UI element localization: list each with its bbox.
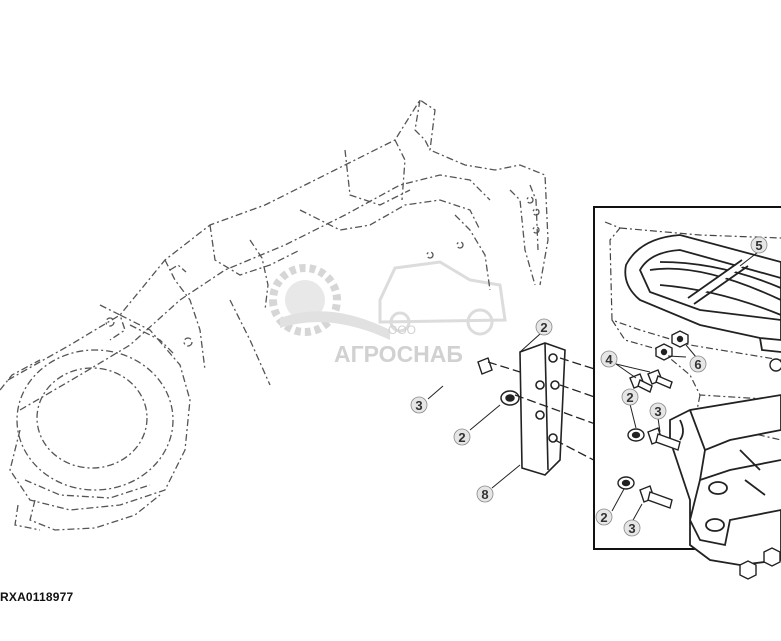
nut-lower-right-b: [763, 547, 781, 567]
bolt-4-b: [629, 373, 653, 393]
washer-left-upper: [500, 390, 520, 406]
support-bracket: [669, 394, 781, 566]
callout-8: 8: [476, 485, 494, 503]
callout-label: 5: [755, 238, 762, 253]
callout-3-bottom: 3: [623, 519, 641, 537]
bolt-inset-lower: [639, 485, 673, 509]
bolt-left-upper: [477, 357, 493, 375]
callout-2-bottom: 2: [595, 508, 613, 526]
callout-label: 8: [481, 487, 488, 502]
callout-label: 2: [600, 510, 607, 525]
callout-label: 6: [694, 357, 701, 372]
leader-lines: [427, 251, 759, 523]
callout-label: 4: [605, 352, 613, 367]
callouts: 2 3 2 8 5 6 4 2: [410, 236, 768, 537]
watermark-logo: ООО АГРОСНАБ: [269, 260, 507, 367]
nut-lower-right-a: [739, 560, 757, 580]
callout-2-left: 2: [453, 428, 471, 446]
bolt-inset-upper: [647, 427, 681, 451]
callout-4: 4: [600, 350, 618, 368]
callout-label: 2: [540, 320, 547, 335]
nut-6-a: [671, 330, 689, 348]
figure-id: RXA0118977: [0, 590, 74, 604]
callout-label: 2: [626, 390, 633, 405]
washer-inset-upper: [627, 428, 645, 442]
tractor-frame-phantom: [0, 99, 549, 531]
callout-label: 3: [415, 398, 422, 413]
watermark-small-text: ООО: [388, 323, 416, 337]
callout-6: 6: [689, 355, 707, 373]
callout-3-left: 3: [410, 396, 428, 414]
callout-2-top: 2: [535, 318, 553, 336]
watermark-gear-icon: [269, 264, 342, 336]
mounting-plate-8: [519, 342, 566, 476]
step-5: [624, 234, 781, 353]
detail-inset: [593, 206, 781, 580]
callout-label: 3: [654, 404, 661, 419]
washer-inset-lower: [617, 476, 635, 490]
callout-3-inset: 3: [649, 402, 667, 420]
callout-label: 3: [628, 521, 635, 536]
nut-right-edge: [769, 358, 781, 372]
watermark-name: АГРОСНАБ: [334, 341, 463, 367]
watermark-harvester-icon: [378, 260, 507, 324]
bolt-4-a: [647, 369, 673, 389]
nut-6-b: [655, 343, 673, 361]
callout-5: 5: [750, 236, 768, 254]
callout-2-inset: 2: [621, 388, 639, 406]
callout-label: 2: [458, 430, 465, 445]
